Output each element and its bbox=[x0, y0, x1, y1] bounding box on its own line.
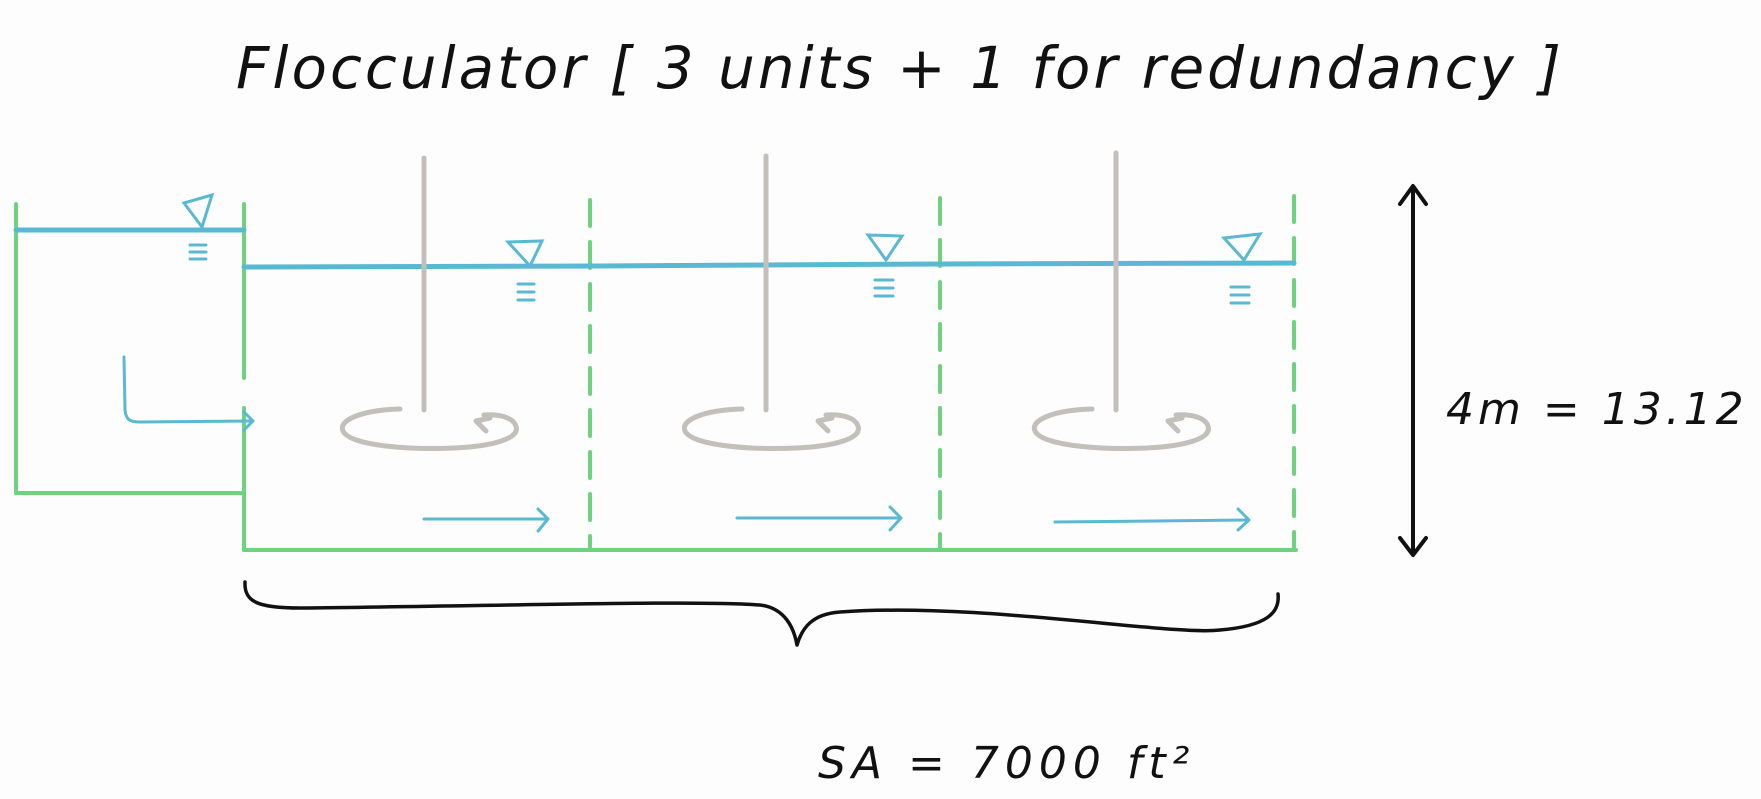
diagram-title: Flocculator [ 3 units + 1 for redundancy… bbox=[236, 34, 1564, 102]
double-headed-arrow-icon bbox=[1398, 184, 1428, 557]
paddle-mixer-rotation-icon bbox=[339, 406, 519, 451]
height-label: 4m = 13.12 ft bbox=[1446, 384, 1761, 435]
paddle-mixer-rotation-icon bbox=[1031, 406, 1211, 451]
water-surfaces bbox=[13, 227, 1297, 270]
mixer-unit-1 bbox=[339, 155, 519, 451]
flow-arrow-icon bbox=[1053, 507, 1251, 532]
mixer-unit-2 bbox=[681, 153, 861, 451]
water-level-icon bbox=[1220, 232, 1263, 305]
mixer-unit-3 bbox=[1031, 150, 1211, 451]
basin-water-surface bbox=[241, 260, 1297, 270]
flocculator-basin bbox=[242, 194, 1298, 552]
water-level-icon bbox=[865, 233, 905, 298]
inlet-flow-arrow-icon bbox=[122, 355, 255, 432]
flow-arrow-icon bbox=[735, 505, 903, 532]
curly-brace bbox=[243, 580, 1280, 647]
inlet-chamber bbox=[14, 202, 246, 552]
water-level-icon bbox=[181, 192, 215, 261]
flow-arrow-icon bbox=[422, 507, 550, 533]
surface-area-label: SA = 7000 ft² bbox=[818, 738, 1195, 789]
water-level-icon bbox=[504, 239, 545, 302]
paddle-mixer-rotation-icon bbox=[681, 406, 861, 451]
